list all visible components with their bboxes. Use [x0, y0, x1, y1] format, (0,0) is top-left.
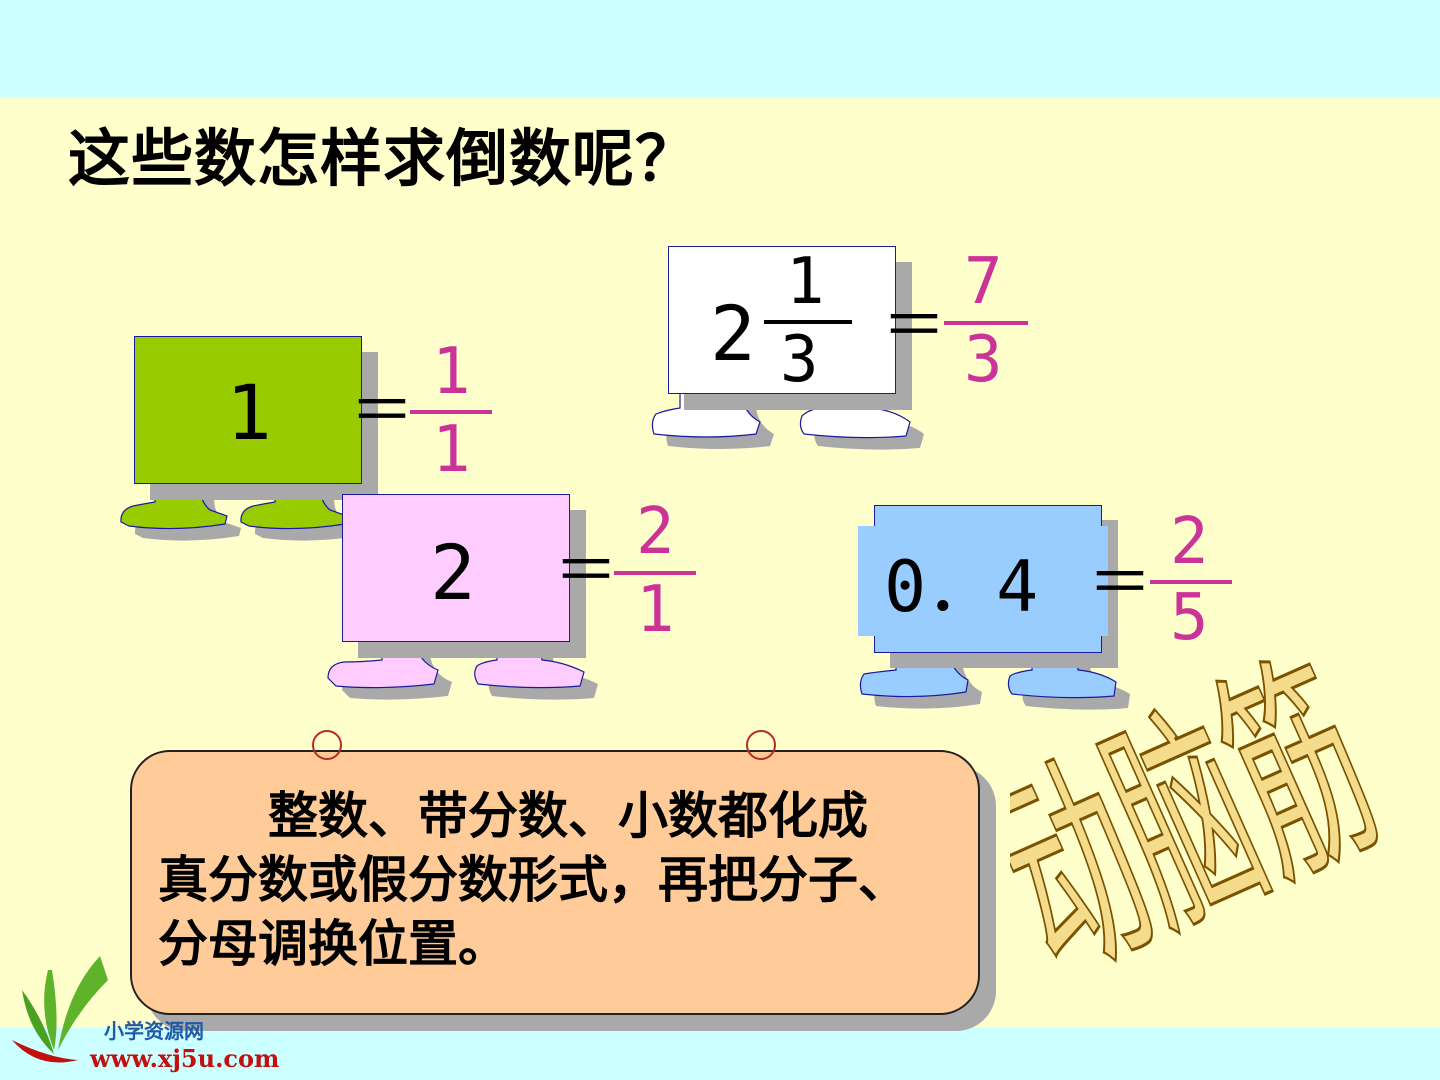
card-two-fraction-bar: [614, 571, 696, 575]
card-two-reciprocal-numerator: 2: [636, 495, 675, 569]
card-one-reciprocal-numerator: 1: [432, 335, 471, 409]
rule-box-ring-left: [312, 730, 342, 760]
card-mixed-reciprocal-denominator: 3: [964, 323, 1003, 397]
card-mixed-fraction-bar-reciprocal: [944, 321, 1028, 325]
card-one-reciprocal-denominator: 1: [432, 413, 471, 487]
card-mixed-whole: 2: [710, 289, 756, 378]
logo-url: www.xj5u.com: [90, 1044, 280, 1073]
card-two-value: 2: [430, 528, 476, 617]
card-mixed-denominator: 3: [780, 323, 819, 397]
card-decimal-value: 0．4: [884, 546, 1039, 628]
card-mixed-numerator: 1: [786, 245, 825, 319]
wordart-think: 动脑筋: [1010, 640, 1411, 1021]
card-mixed-reciprocal-numerator: 7: [964, 245, 1003, 319]
rule-box: [130, 750, 980, 1015]
card-decimal-extension: [858, 526, 1108, 636]
page-title: 这些数怎样求倒数呢？: [68, 122, 699, 195]
card-decimal-reciprocal-numerator: 2: [1170, 505, 1209, 579]
card-decimal-reciprocal-denominator: 5: [1170, 581, 1209, 655]
card-decimal-fraction-bar: [1150, 580, 1232, 584]
rule-line-1: 整数、带分数、小数都化成: [268, 786, 868, 845]
card-one-fraction-bar: [410, 410, 492, 414]
card-mixed-equals: ＝: [882, 290, 946, 364]
card-mixed-fraction-bar: [764, 320, 852, 324]
rule-line-2: 真分数或假分数形式，再把分子、: [158, 850, 908, 909]
logo-site-name: 小学资源网: [104, 1019, 204, 1043]
rule-text: 整数、带分数、小数都化成 真分数或假分数形式，再把分子、 分母调换位置。: [158, 784, 978, 976]
card-decimal-equals: ＝: [1088, 547, 1152, 621]
wordart-text: 动脑筋: [1010, 640, 1409, 1020]
site-logo-icon: [12, 956, 108, 1063]
rule-line-3: 分母调换位置。: [158, 914, 508, 973]
card-one-value: 1: [226, 368, 272, 457]
card-two-reciprocal-denominator: 1: [636, 573, 675, 647]
card-mixed-legs: [651, 391, 924, 450]
card-two-equals: ＝: [554, 535, 618, 609]
rule-box-ring-right: [746, 730, 776, 760]
card-one: [134, 336, 362, 484]
card-two: [342, 494, 570, 642]
card-one-equals: ＝: [350, 375, 414, 449]
